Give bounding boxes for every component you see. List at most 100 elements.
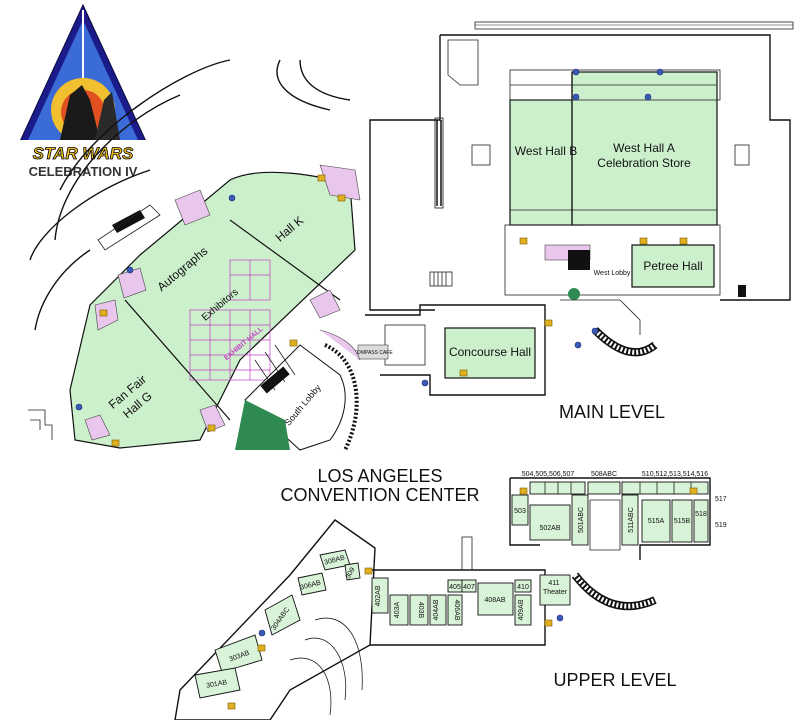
label-room-403a: 403A: [394, 602, 401, 619]
label-west-hall-b: West Hall B: [515, 144, 577, 158]
main-level-structure: [28, 21, 794, 440]
label-room-403b: 403B: [417, 602, 424, 619]
room-306ab[interactable]: [297, 572, 327, 596]
label-room-402ab: 402AB: [375, 585, 382, 606]
label-room-515a: 515A: [648, 518, 665, 525]
info-icon: [574, 341, 582, 349]
upper-right-partitions: [544, 482, 692, 494]
restroom-icon: [111, 439, 120, 447]
label-room-501abc: 501ABC: [578, 507, 585, 533]
upper-level-structure: [174, 477, 711, 720]
label-room-406ab: 406AB: [453, 599, 460, 620]
restroom-icon: [364, 567, 373, 575]
west-lobby-area: [504, 224, 721, 296]
petree-hall[interactable]: [631, 244, 715, 288]
room-402ab[interactable]: [371, 577, 389, 614]
upper-level-amenities: [227, 487, 698, 710]
label-room-411-line1: 411: [548, 580, 559, 587]
label-concourse-hall: Concourse Hall: [449, 345, 531, 359]
label-room-511abc: 511ABC: [628, 507, 635, 533]
info-icon: [75, 403, 83, 411]
rooms-510-516[interactable]: [621, 481, 709, 495]
room-508abc[interactable]: [587, 481, 621, 495]
west-hall-grid: [510, 72, 717, 225]
room-406ab[interactable]: [447, 594, 463, 626]
label-room-410: 410: [517, 584, 529, 591]
room-408ab[interactable]: [477, 582, 514, 616]
room-404ab[interactable]: [429, 594, 447, 626]
restroom-icon: [519, 237, 528, 245]
room-309[interactable]: [344, 562, 361, 581]
label-room-515b: 515B: [674, 518, 691, 525]
label-west-lobby: West Lobby: [594, 270, 631, 277]
info-icon: [572, 68, 580, 76]
room-503[interactable]: [511, 494, 529, 526]
label-rooms-504-507: 504,505,506,507: [522, 471, 575, 478]
room-304abc[interactable]: [264, 594, 301, 636]
upper-left-rooms: [194, 549, 361, 699]
venue-name-line1: LOS ANGELES: [317, 466, 442, 486]
restroom-icon: [317, 174, 326, 182]
restroom-icon: [289, 339, 298, 347]
restroom-icon: [257, 644, 266, 652]
info-icon: [556, 614, 564, 622]
label-room-519: 519: [715, 522, 727, 529]
hall-support-spaces: [84, 164, 361, 441]
room-403a[interactable]: [389, 594, 409, 626]
label-west-hall-a-line2: Celebration Store: [597, 156, 691, 170]
room-303ab[interactable]: [214, 634, 263, 673]
room-515a[interactable]: [641, 499, 671, 543]
restroom-icon: [459, 369, 468, 377]
restroom-icon: [207, 424, 216, 432]
label-room-309: 309: [345, 566, 357, 580]
west-lobby-fountain: [568, 288, 580, 300]
room-407[interactable]: [461, 579, 477, 593]
label-room-409ab: 409AB: [518, 599, 525, 620]
info-icon: [644, 93, 652, 101]
room-515b[interactable]: [671, 499, 693, 543]
label-petree-hall: Petree Hall: [643, 259, 702, 273]
restroom-icon: [99, 309, 108, 317]
rooms-504-507[interactable]: [529, 481, 586, 495]
info-icon: [126, 266, 134, 274]
room-410[interactable]: [514, 579, 532, 593]
south-lobby-entrance-rows: [254, 344, 296, 394]
label-compass-cafe: COMPASS CAFE: [353, 350, 393, 356]
room-411-theater[interactable]: [539, 574, 571, 606]
concourse-hall[interactable]: [444, 327, 536, 379]
main-level-amenities: [75, 68, 688, 447]
restroom-icon: [679, 237, 688, 245]
west-entrance-arc: [560, 299, 658, 357]
room-409ab[interactable]: [514, 594, 532, 626]
info-icon: [656, 68, 664, 76]
label-room-405: 405: [449, 584, 461, 591]
room-501abc[interactable]: [571, 494, 589, 546]
room-403b[interactable]: [409, 594, 429, 626]
label-room-407: 407: [463, 584, 475, 591]
restroom-icon: [337, 194, 346, 202]
room-511abc[interactable]: [621, 494, 639, 546]
label-west-hall-a-line1: West Hall A: [613, 141, 675, 155]
west-hall-b[interactable]: [509, 99, 583, 226]
label-room-517: 517: [715, 496, 727, 503]
south-lobby[interactable]: [235, 329, 361, 451]
restroom-icon: [689, 487, 698, 495]
restroom-icon: [544, 619, 553, 627]
lobby-store-kiosk: [568, 250, 590, 270]
logo-brand: STAR WARS: [33, 144, 134, 163]
level-main-title: MAIN LEVEL: [559, 402, 665, 422]
info-icon: [572, 93, 580, 101]
label-rooms-510-516: 510,512,513,514,516: [642, 471, 708, 478]
room-301ab[interactable]: [194, 667, 241, 699]
restroom-icon: [519, 487, 528, 495]
label-room-301ab: 301AB: [206, 679, 228, 690]
label-room-502ab: 502AB: [539, 525, 560, 532]
level-upper-title: UPPER LEVEL: [553, 670, 676, 690]
label-room-404ab: 404AB: [433, 599, 440, 620]
compass-cafe[interactable]: [357, 344, 389, 360]
room-518[interactable]: [693, 499, 709, 543]
west-hall-a[interactable]: [571, 71, 718, 226]
label-room-518: 518: [695, 511, 707, 518]
room-502ab[interactable]: [529, 504, 571, 541]
info-icon: [258, 629, 266, 637]
